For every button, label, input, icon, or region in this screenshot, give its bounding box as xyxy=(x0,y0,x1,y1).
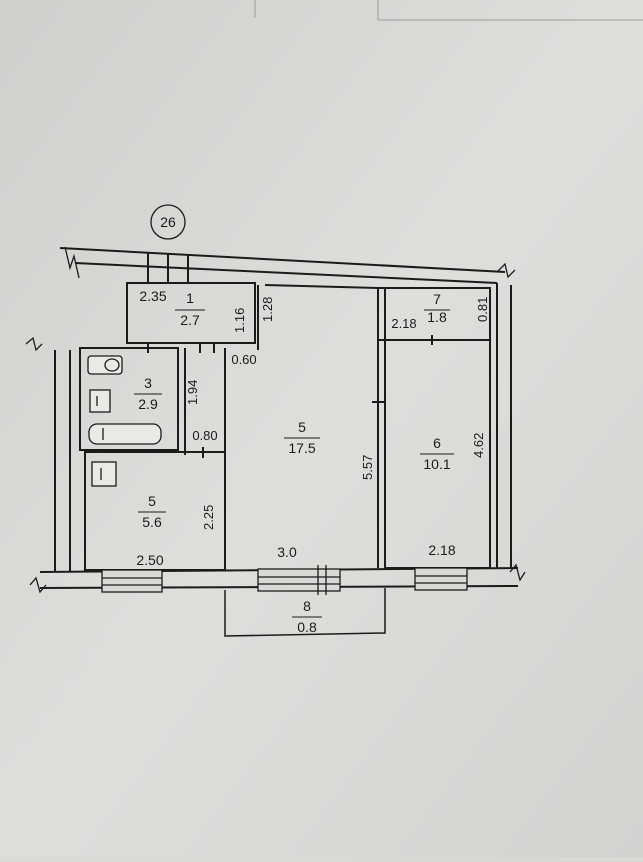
top-wall-inner xyxy=(74,262,498,284)
living-room-top xyxy=(264,284,379,289)
room-labels: 1 2.7 3 2.9 5 17.5 5 5.6 6 10.1 7 1.8 xyxy=(134,290,454,635)
room-1-area: 2.7 xyxy=(180,312,200,328)
room-8-area: 0.8 xyxy=(297,619,317,635)
room-5-living-area: 17.5 xyxy=(288,440,315,456)
room-3-number: 3 xyxy=(144,375,152,391)
window-kitchen xyxy=(101,569,163,593)
dim-hall-depth: 1.16 xyxy=(232,308,247,333)
break-mark-left xyxy=(25,336,43,352)
scan-guides xyxy=(254,0,643,21)
break-mark-top-right xyxy=(497,262,516,279)
window-bedroom xyxy=(414,567,468,591)
room-7-label: 7 1.8 xyxy=(424,291,450,325)
windows xyxy=(101,565,468,595)
room-1-outline xyxy=(126,282,256,344)
room-1-number: 1 xyxy=(186,290,194,306)
toilet-icon xyxy=(87,355,123,375)
building-number-circle xyxy=(150,204,186,240)
balcony-outline xyxy=(224,588,386,637)
room-1-label: 1 2.7 xyxy=(175,290,205,328)
window-living xyxy=(257,565,341,595)
break-mark-bottom-left xyxy=(29,576,47,594)
room-6-area: 10.1 xyxy=(423,456,450,472)
room-6-number: 6 xyxy=(433,435,441,451)
dim-corridor-depth: 1.28 xyxy=(260,297,275,322)
room-5-kitchen-area: 5.6 xyxy=(142,514,162,530)
dim-bath-depth: 1.94 xyxy=(185,380,200,405)
room-3-outline xyxy=(79,347,179,451)
room-7-area: 1.8 xyxy=(427,309,447,325)
dimension-labels: 2.35 1.16 1.28 0.60 1.94 0.80 2.25 2.50 … xyxy=(136,288,490,568)
stove-icon xyxy=(91,461,117,487)
dim-living-depth: 5.57 xyxy=(360,455,375,480)
room-3-label: 3 2.9 xyxy=(134,375,162,412)
partitions xyxy=(79,282,491,571)
room-8-label: 8 0.8 xyxy=(292,598,322,635)
dim-living-width: 3.0 xyxy=(277,544,297,560)
dim-bedroom-width: 2.18 xyxy=(428,542,455,558)
room-3-area: 2.9 xyxy=(138,396,158,412)
dim-kitchen-depth: 2.25 xyxy=(201,505,216,530)
dim-kitchen-width: 2.50 xyxy=(136,552,163,568)
room-8-number: 8 xyxy=(303,598,311,614)
building-number-label: 26 xyxy=(160,214,176,230)
room-5-kitchen-label: 5 5.6 xyxy=(138,493,166,530)
dim-closet-depth: 0.81 xyxy=(475,297,490,322)
dim-corridor-width: 0.60 xyxy=(231,352,256,367)
building-number-marker: 26 xyxy=(150,204,186,240)
room-5-living-number: 5 xyxy=(298,419,306,435)
room-5-living-label: 5 17.5 xyxy=(284,419,320,456)
top-wall-outer xyxy=(59,247,506,273)
dim-kitchen-door: 0.80 xyxy=(192,428,217,443)
dim-bedroom-depth: 4.62 xyxy=(471,433,486,458)
room-5-kitchen-number: 5 xyxy=(148,493,156,509)
sink-icon xyxy=(89,389,111,413)
break-mark-bottom-right xyxy=(509,563,526,582)
room-6-label: 6 10.1 xyxy=(420,435,454,472)
room-7-number: 7 xyxy=(433,291,441,307)
fixtures xyxy=(87,355,162,487)
bathtub-icon xyxy=(88,423,162,445)
break-marks xyxy=(25,246,526,594)
dim-hall-width: 2.35 xyxy=(139,288,166,304)
dim-closet-width: 2.18 xyxy=(391,316,416,331)
break-mark-top-left xyxy=(64,246,80,279)
door-marks xyxy=(147,252,433,458)
